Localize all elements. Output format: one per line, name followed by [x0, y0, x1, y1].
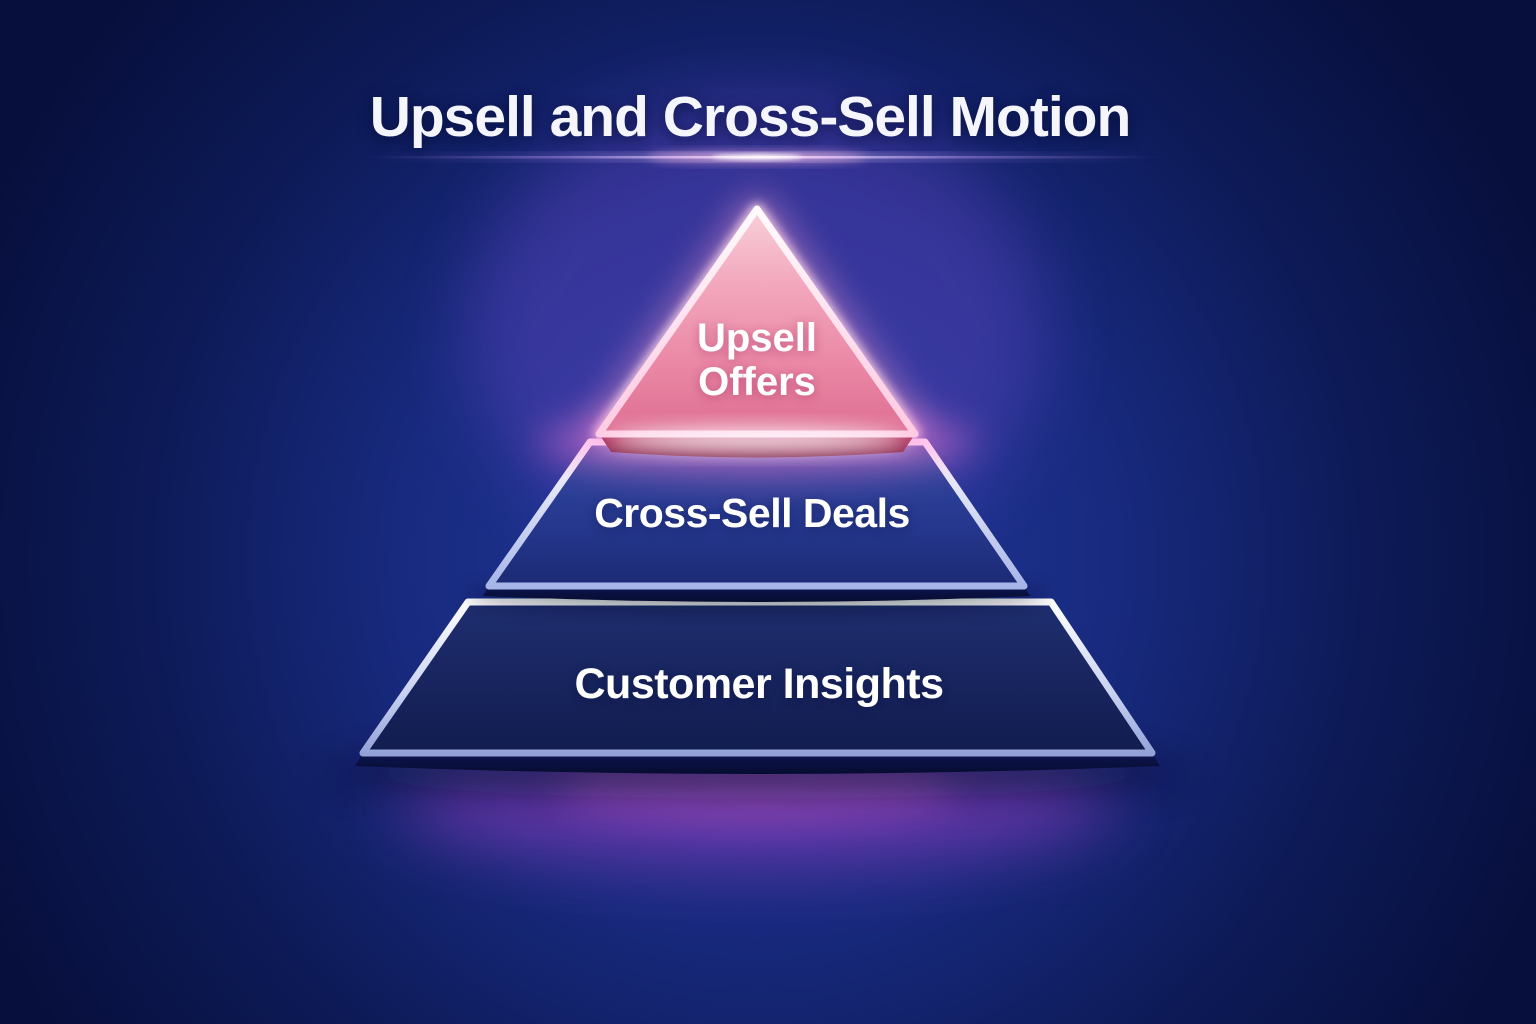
title-divider — [366, 151, 1160, 163]
tier-top-triangle — [537, 198, 977, 477]
tier-middle-trapezoid — [467, 438, 1047, 610]
tier-bottom-trapezoid — [327, 598, 1187, 798]
